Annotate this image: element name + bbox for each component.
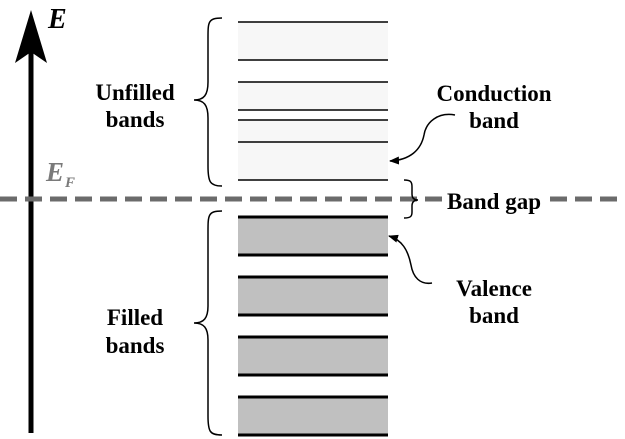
filled-band — [238, 217, 388, 255]
filled-bands — [238, 215, 388, 437]
conduction-band-label-line2: band — [469, 108, 519, 133]
energy-axis: E — [15, 4, 67, 433]
valence-band-label-line1: Valence — [456, 276, 532, 301]
unfilled-band — [238, 120, 388, 142]
valence-band-label-line2: band — [469, 303, 519, 328]
filled-bands-label-line2: bands — [106, 333, 165, 358]
unfilled-bands — [238, 21, 388, 181]
conduction-band-arrow — [389, 113, 456, 165]
unfilled-band — [238, 82, 388, 110]
unfilled-bands-label-line1: Unfilled — [95, 80, 174, 105]
conduction-band-label-line1: Conduction — [436, 81, 551, 106]
filled-bands-brace — [193, 210, 223, 436]
fermi-level-label: EF — [45, 157, 75, 191]
band-gap-label: Band gap — [447, 189, 541, 214]
band-gap-brace — [403, 179, 419, 219]
filled-band — [238, 397, 388, 435]
unfilled-band — [238, 142, 388, 180]
band-gap-label-backdrop — [443, 188, 545, 214]
unfilled-band — [238, 22, 388, 60]
filled-band — [238, 277, 388, 315]
unfilled-bands-brace — [193, 17, 223, 187]
energy-axis-label: E — [47, 4, 67, 35]
valence-band-arrow — [388, 234, 433, 285]
filled-band — [238, 337, 388, 375]
filled-bands-label-line1: Filled — [107, 305, 163, 330]
energy-axis-arrowhead — [15, 10, 47, 63]
unfilled-bands-label-line2: bands — [106, 107, 165, 132]
